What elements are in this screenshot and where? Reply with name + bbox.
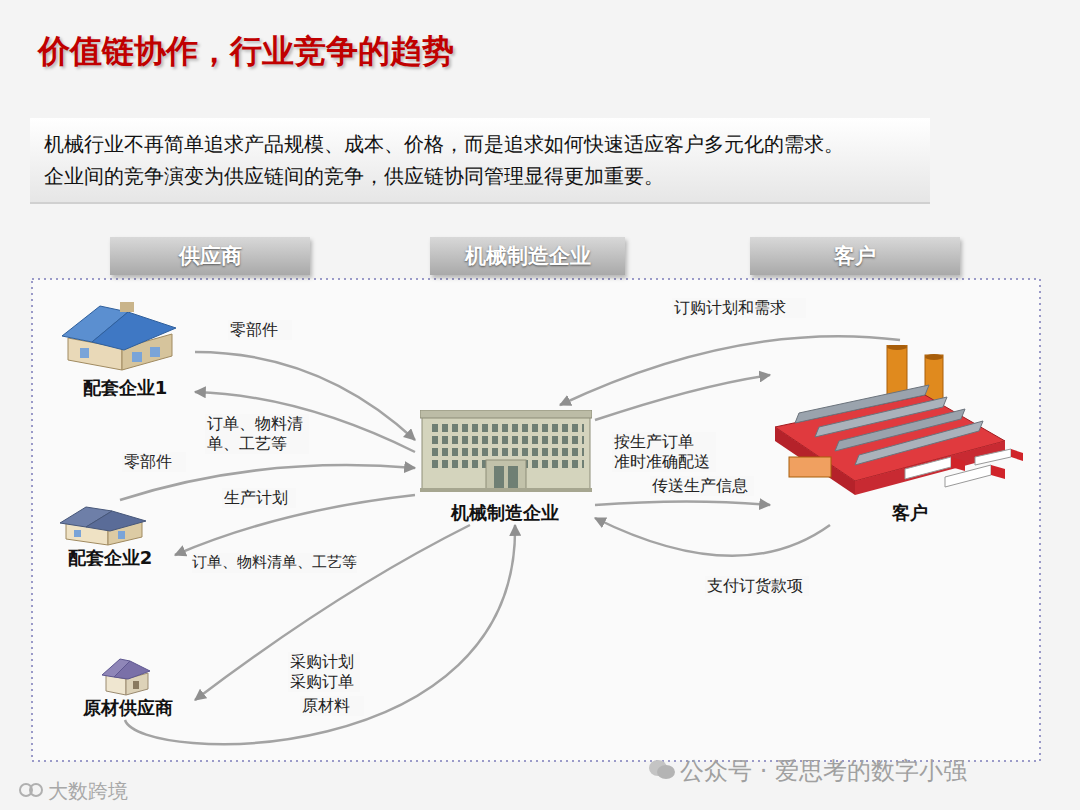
column-header: 机械制造企业: [430, 237, 625, 275]
edge-note: 订单、物料清单、工艺等: [192, 553, 357, 573]
trucks: [905, 449, 1023, 487]
flow-arrow: [560, 336, 900, 405]
node-text: 机械行业不再简单追求产品规模、成本、价格，而是追求如何快速适应客户多元化的需求。…: [44, 128, 856, 192]
edge-label: 零部件: [122, 452, 186, 472]
intro-box: 机械行业不再简单追求产品规模、成本、价格，而是追求如何快速适应客户多元化的需求。…: [30, 118, 930, 204]
node-text: 客户: [834, 242, 876, 270]
logo-icon: [18, 778, 46, 802]
house-icon: [58, 503, 148, 547]
flow-arrow: [595, 518, 830, 556]
edge-label: 零部件: [228, 320, 292, 340]
flow-arrow: [195, 525, 470, 700]
wechat-icon: [648, 758, 676, 782]
watermark: 大数跨境: [48, 778, 128, 804]
node-text: 配套企业1: [83, 376, 168, 400]
house-icon: [62, 298, 177, 372]
edge-label: 按生产订单 准时准确配送: [612, 432, 716, 472]
node-text: 机械制造企业: [465, 242, 591, 270]
supplier-node: 原材供应商: [60, 650, 195, 720]
supplier-node: 配套企业2: [45, 500, 175, 570]
supplier-node: 配套企业1: [55, 295, 195, 400]
flow-arrow: [125, 525, 515, 744]
node-text: 供应商: [179, 242, 242, 270]
factory-illustration: [775, 345, 1027, 497]
watermark: 公众号 · 爱思考的数字小强: [680, 756, 967, 787]
node-text: 客户: [892, 501, 928, 525]
edge-label: 支付订货款项: [705, 576, 809, 596]
node-text: 原材供应商: [83, 696, 173, 720]
edge-label: 订购计划和需求: [672, 298, 806, 318]
house-icon: [100, 655, 152, 697]
edge-label: 采购计划 采购订单: [288, 652, 360, 692]
slide-title: 价值链协作，行业竞争的趋势: [38, 30, 454, 74]
edge-label: 原材料: [300, 696, 364, 716]
column-header: 供应商: [110, 237, 310, 275]
node-text: 配套企业2: [68, 546, 153, 570]
manufacturer-node: 机械制造企业: [415, 405, 595, 525]
dotted-frame: [32, 279, 1040, 761]
office-building: [420, 410, 592, 492]
edge-label: 订单、物料清单、工艺等: [205, 414, 309, 454]
flow-arrow: [595, 502, 770, 506]
flow-arrow: [595, 375, 770, 420]
edge-label: 传送生产信息: [650, 476, 754, 496]
customer-node: 客户: [770, 340, 1030, 525]
edge-label: 生产计划: [222, 488, 296, 508]
column-header: 客户: [750, 237, 960, 275]
node-text: 机械制造企业: [451, 501, 559, 525]
